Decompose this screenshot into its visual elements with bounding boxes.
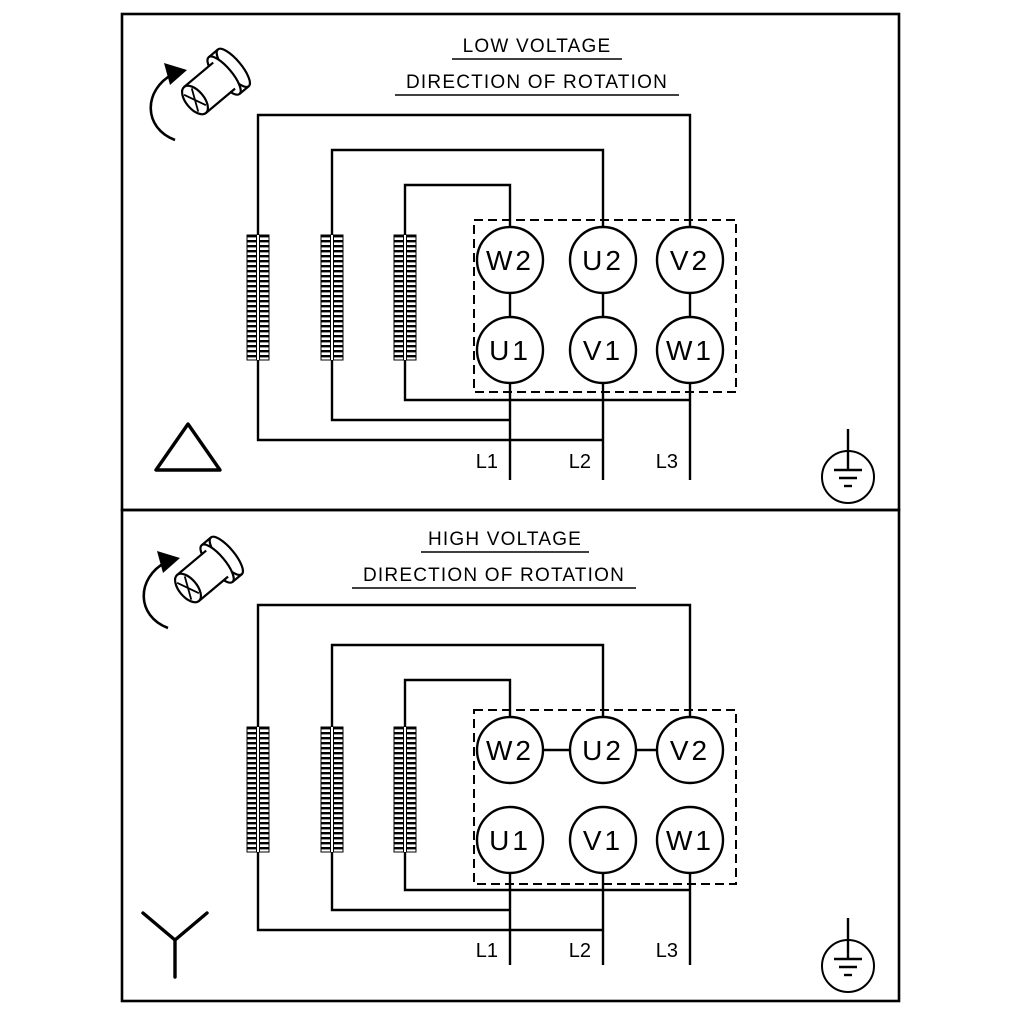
terminal: [475, 225, 545, 295]
panel-subtitle: DIRECTION OF ROTATION: [406, 72, 668, 93]
winding-coil: [246, 726, 270, 853]
terminals: W2 U2 V2 U1 V1 W1: [475, 225, 725, 385]
supply-line-label: L3: [656, 451, 678, 473]
terminal: [475, 715, 545, 785]
star-connection-icon: [141, 911, 209, 979]
panel-subtitle: DIRECTION OF ROTATION: [363, 565, 625, 586]
terminal-box: [473, 219, 737, 393]
delta-connection-icon: [154, 422, 222, 472]
terminal-label: V1: [583, 335, 623, 366]
earth-ground-icon: [820, 427, 876, 505]
panel-border: [120, 508, 901, 1003]
terminal-label: U2: [582, 735, 624, 766]
terminal: [568, 805, 638, 875]
wires: [256, 603, 692, 965]
terminal: [655, 715, 725, 785]
terminal: [568, 715, 638, 785]
terminal: [568, 315, 638, 385]
winding-coil: [393, 234, 417, 361]
terminal: [655, 225, 725, 295]
terminal-label: U2: [582, 245, 624, 276]
shaft-rotation-icon: [149, 43, 257, 142]
wires: [256, 113, 692, 480]
low-voltage-panel: LOW VOLTAGE DIRECTION OF ROTATION: [120, 12, 901, 512]
terminal: [655, 805, 725, 875]
supply-line-label: L1: [476, 451, 498, 473]
terminal-label: U1: [489, 335, 531, 366]
terminal-label: W2: [486, 735, 534, 766]
high-voltage-panel: HIGH VOLTAGE DIRECTION OF ROTATION: [120, 508, 901, 1003]
terminals: W2 U2 V2 U1 V1 W1: [475, 715, 725, 875]
supply-line-label: L1: [476, 940, 498, 962]
terminal: [568, 225, 638, 295]
earth-ground-icon: [820, 916, 876, 994]
winding-coil: [320, 234, 344, 361]
winding-coil: [393, 726, 417, 853]
terminal-box: [473, 709, 737, 885]
terminal-label: W2: [486, 245, 534, 276]
terminal-label: W1: [666, 825, 714, 856]
winding-coil: [320, 726, 344, 853]
panel-title: LOW VOLTAGE: [463, 36, 612, 57]
panel-title: HIGH VOLTAGE: [428, 529, 582, 550]
supply-line-label: L3: [656, 940, 678, 962]
winding-coil: [246, 234, 270, 361]
terminal-label: V2: [670, 245, 710, 276]
terminal-label: W1: [666, 335, 714, 366]
terminal: [655, 315, 725, 385]
shaft-rotation-icon: [142, 531, 250, 630]
supply-line-label: L2: [569, 940, 591, 962]
supply-line-label: L2: [569, 451, 591, 473]
terminal-label: V2: [670, 735, 710, 766]
terminal: [475, 315, 545, 385]
terminal-label: U1: [489, 825, 531, 856]
terminal-label: V1: [583, 825, 623, 856]
terminal: [475, 805, 545, 875]
